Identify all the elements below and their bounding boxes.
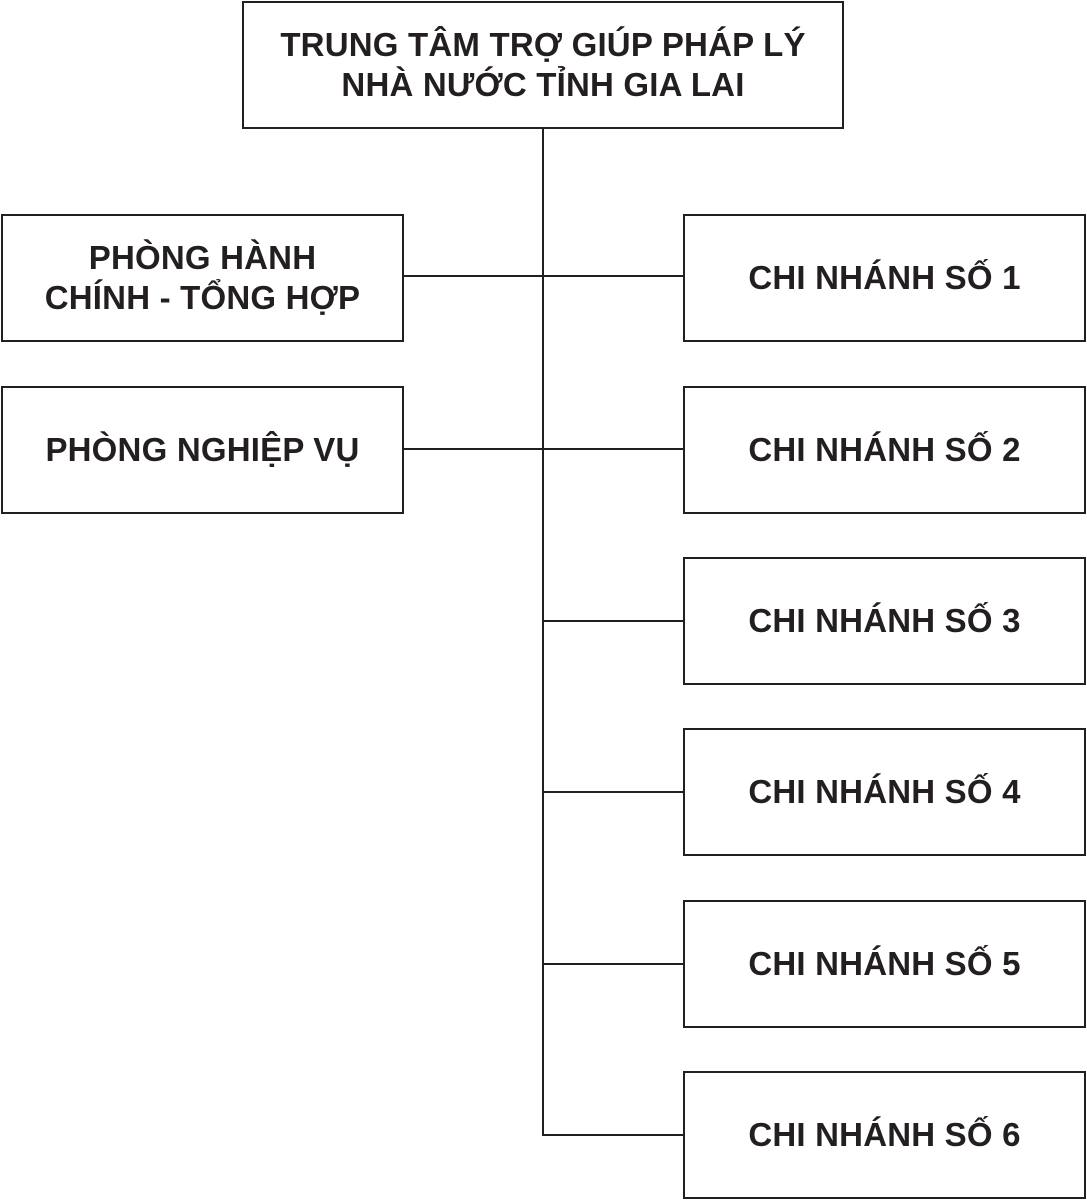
branch-label: CHI NHÁNH SỐ 4: [748, 773, 1021, 810]
connector-branch-4: [542, 791, 685, 793]
root-title-line-1: TRUNG TÂM TRỢ GIÚP PHÁP LÝ: [280, 26, 806, 63]
department-label: PHÒNG NGHIỆP VỤ: [45, 431, 360, 468]
root-title-line-2: NHÀ NƯỚC TỈNH GIA LAI: [341, 66, 745, 103]
branch-label: CHI NHÁNH SỐ 3: [748, 602, 1021, 639]
connector-branch-6: [542, 1134, 685, 1136]
branch-label: CHI NHÁNH SỐ 6: [748, 1116, 1021, 1153]
branch-node: CHI NHÁNH SỐ 6: [683, 1071, 1086, 1199]
department-node: PHÒNG HÀNH CHÍNH - TỔNG HỢP: [1, 214, 404, 342]
connector-branch-2: [542, 448, 685, 450]
branch-node: CHI NHÁNH SỐ 2: [683, 386, 1086, 514]
connector-branch-5: [542, 963, 685, 965]
connector-dept-2: [402, 448, 543, 450]
branch-node: CHI NHÁNH SỐ 5: [683, 900, 1086, 1028]
branch-node: CHI NHÁNH SỐ 4: [683, 728, 1086, 856]
connector-branch-1: [542, 275, 685, 277]
department-label-line-1: PHÒNG HÀNH: [88, 239, 317, 276]
department-node: PHÒNG NGHIỆP VỤ: [1, 386, 404, 514]
connector-dept-1: [402, 275, 543, 277]
department-label-line-2: CHÍNH - TỔNG HỢP: [44, 279, 361, 316]
connector-branch-3: [542, 620, 685, 622]
root-node: TRUNG TÂM TRỢ GIÚP PHÁP LÝ NHÀ NƯỚC TỈNH…: [242, 1, 844, 129]
main-trunk-line: [542, 127, 544, 1136]
branch-label: CHI NHÁNH SỐ 2: [748, 431, 1021, 468]
branch-node: CHI NHÁNH SỐ 3: [683, 557, 1086, 685]
branch-node: CHI NHÁNH SỐ 1: [683, 214, 1086, 342]
branch-label: CHI NHÁNH SỐ 5: [748, 945, 1021, 982]
branch-label: CHI NHÁNH SỐ 1: [748, 259, 1021, 296]
